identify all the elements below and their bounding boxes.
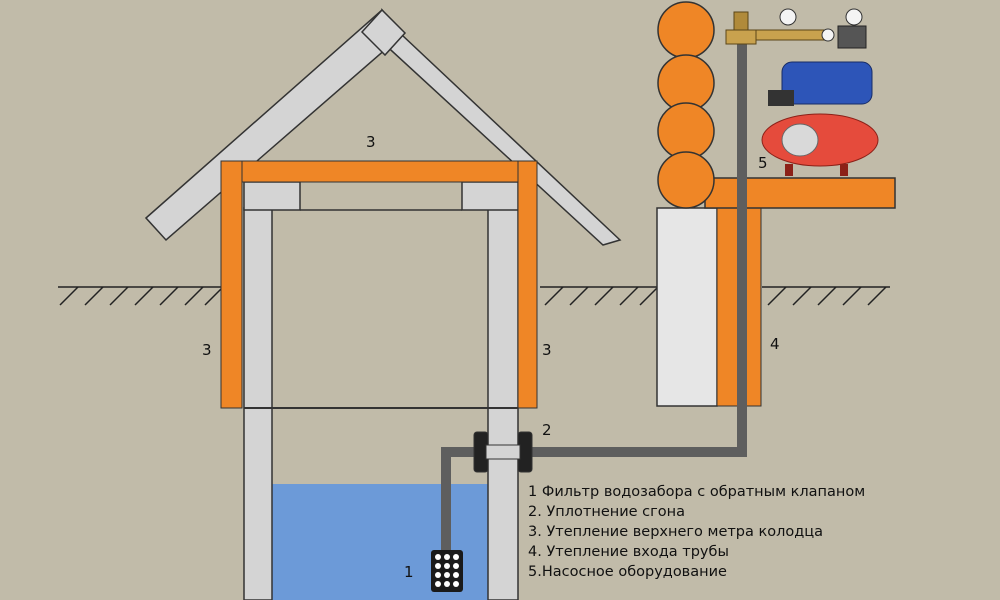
seal-fitting <box>473 431 533 473</box>
pipe-insulation-label: 4 <box>770 335 780 353</box>
roof <box>144 8 622 246</box>
legend-item: 4. Утепление входа трубы <box>528 544 729 560</box>
roof-insulation-label: 3 <box>366 133 376 151</box>
ground-surface <box>58 286 890 306</box>
floor-slab <box>704 177 896 209</box>
legend-item: 5.Насосное оборудование <box>528 564 727 580</box>
intake-filter <box>431 550 463 592</box>
pump-label: 5 <box>758 154 768 172</box>
left-insulation-label: 3 <box>202 341 212 359</box>
legend-item: 3. Утепление верхнего метра колодца <box>528 524 824 540</box>
legend-item: 1 Фильтр водозабора с обратным клапаном <box>528 484 866 500</box>
legend: 1 Фильтр водозабора с обратным клапаном … <box>528 482 865 582</box>
water-pipe <box>441 40 747 560</box>
log-wall <box>657 1 715 209</box>
well-insulation <box>220 160 538 409</box>
legend-item: 2. Уплотнение сгона <box>528 504 686 520</box>
pump-station-icon <box>725 8 879 176</box>
house-wall <box>656 177 896 407</box>
seal-label: 2 <box>542 421 552 439</box>
right-insulation-label: 3 <box>542 341 552 359</box>
well-shaft <box>243 181 519 600</box>
filter-label: 1 <box>404 563 414 581</box>
